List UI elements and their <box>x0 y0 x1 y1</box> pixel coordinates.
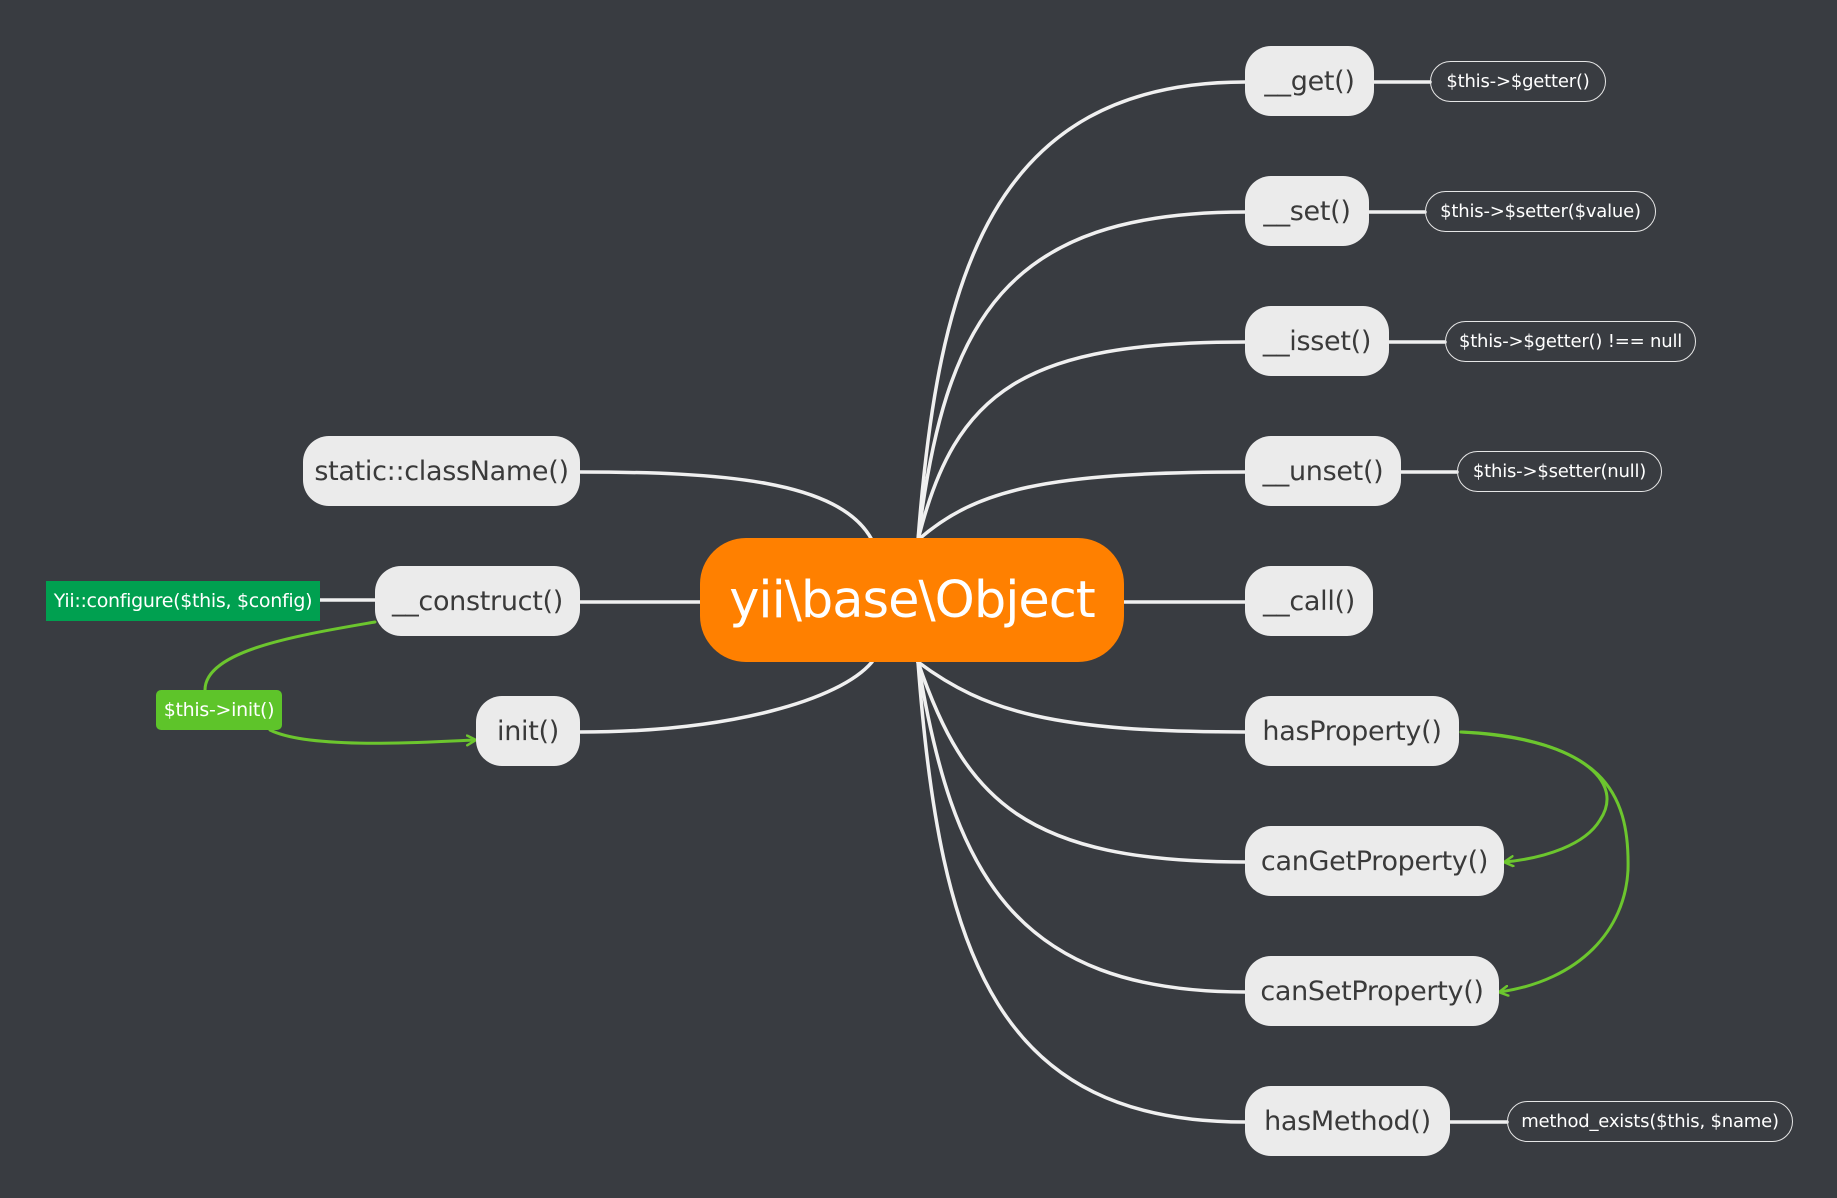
node-unset[interactable]: __unset() <box>1245 436 1401 506</box>
detail-has-method[interactable]: method_exists($this, $name) <box>1507 1101 1793 1142</box>
note-init-call[interactable]: $this->init() <box>156 690 282 730</box>
node-classname[interactable]: static::className() <box>303 436 580 506</box>
link-init <box>578 660 874 734</box>
link-can-set-property <box>916 660 1247 994</box>
node-init[interactable]: init() <box>476 696 580 766</box>
node-get[interactable]: __get() <box>1245 46 1374 116</box>
link-can-get-property <box>916 660 1247 864</box>
detail-get[interactable]: $this->$getter() <box>1430 61 1606 102</box>
node-isset[interactable]: __isset() <box>1245 306 1389 376</box>
node-has-property[interactable]: hasProperty() <box>1245 696 1459 766</box>
link-set <box>916 210 1247 542</box>
node-can-get-property[interactable]: canGetProperty() <box>1245 826 1504 896</box>
node-construct[interactable]: __construct() <box>375 566 580 636</box>
link-isset <box>916 340 1247 542</box>
link-classname <box>578 470 874 542</box>
node-set[interactable]: __set() <box>1245 176 1369 246</box>
relation-has-property-to-can-set <box>1459 730 1630 992</box>
relation-construct-to-init-note <box>203 620 377 692</box>
detail-isset[interactable]: $this->$getter() !== null <box>1445 321 1696 362</box>
detail-set[interactable]: $this->$setter($value) <box>1425 191 1656 232</box>
note-configure[interactable]: Yii::configure($this, $config) <box>46 581 320 621</box>
link-unset <box>916 470 1247 542</box>
link-get <box>916 80 1247 542</box>
node-call[interactable]: __call() <box>1245 566 1373 636</box>
relation-init-note-to-init <box>268 728 475 743</box>
link-has-property <box>916 660 1247 734</box>
link-has-method <box>916 660 1247 1124</box>
central-topic[interactable]: yii\base\Object <box>700 538 1124 662</box>
node-has-method[interactable]: hasMethod() <box>1245 1086 1450 1156</box>
node-can-set-property[interactable]: canSetProperty() <box>1245 956 1499 1026</box>
detail-unset[interactable]: $this->$setter(null) <box>1457 451 1662 492</box>
